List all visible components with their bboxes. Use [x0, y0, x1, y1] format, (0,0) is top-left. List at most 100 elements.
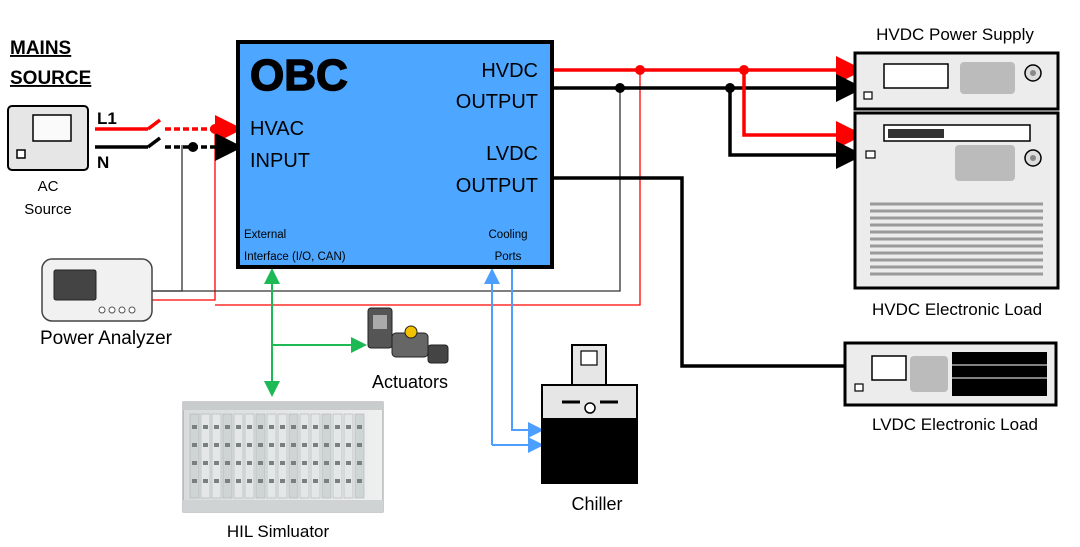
hil-card-slot — [310, 413, 321, 499]
hil-card-slot — [266, 413, 277, 499]
hil-connector — [280, 461, 285, 465]
hil-connector — [203, 461, 208, 465]
hil-connector — [269, 425, 274, 429]
hil-simulator-device — [182, 401, 384, 513]
hil-connector — [313, 479, 318, 483]
hil-connector — [313, 443, 318, 447]
hvdc-supply-label: HVDC Power Supply — [876, 25, 1034, 44]
hil-connector — [335, 479, 340, 483]
hil-label: HIL Simluator — [227, 522, 330, 541]
hil-connector — [269, 479, 274, 483]
hil-connector — [214, 425, 219, 429]
hil-connector — [335, 461, 340, 465]
hil-connector — [236, 479, 241, 483]
actuators-label: Actuators — [372, 372, 448, 392]
hil-connector — [346, 443, 351, 447]
chiller-label: Chiller — [571, 494, 622, 514]
lvdc-label-1: LVDC — [486, 143, 538, 165]
hil-card-slot — [354, 413, 365, 499]
lvdc-output-wiring — [553, 176, 845, 368]
hil-connector — [214, 443, 219, 447]
hil-connector — [302, 425, 307, 429]
ac-input-wiring — [95, 115, 243, 161]
hil-card-slot — [189, 413, 200, 499]
hil-card-slot — [288, 413, 299, 499]
hil-connector — [258, 425, 263, 429]
hil-connector — [203, 443, 208, 447]
actuators-device — [367, 307, 449, 364]
ac-source-label-1: AC — [38, 178, 59, 195]
hil-connector — [269, 443, 274, 447]
analyzer-wiring — [152, 70, 641, 306]
hil-connector — [357, 461, 362, 465]
hil-card-slot — [244, 413, 255, 499]
hil-connector — [335, 443, 340, 447]
lvdc-electronic-load-device — [843, 341, 1058, 407]
hil-connector — [258, 479, 263, 483]
hil-connector — [225, 443, 230, 447]
hil-card-slot — [255, 413, 266, 499]
hil-connector — [236, 425, 241, 429]
hil-connector — [346, 425, 351, 429]
hil-connector — [269, 461, 274, 465]
mains-label-1: MAINS — [10, 38, 71, 59]
hil-connector — [214, 479, 219, 483]
hil-card-slot — [343, 413, 354, 499]
hil-connector — [313, 425, 318, 429]
hil-card-slot — [332, 413, 343, 499]
lvdc-load-label: LVDC Electronic Load — [872, 415, 1038, 434]
hil-connector — [324, 479, 329, 483]
hil-connector — [291, 425, 296, 429]
hil-connector — [357, 425, 362, 429]
power-analyzer-label: Power Analyzer — [40, 328, 173, 349]
cool-label-2: Ports — [495, 251, 522, 263]
hil-connector — [225, 461, 230, 465]
l1-label: L1 — [97, 109, 117, 128]
hil-connector — [203, 425, 208, 429]
hvdc-label-2: OUTPUT — [456, 91, 538, 113]
hil-connector — [357, 479, 362, 483]
hil-card-slot — [211, 413, 222, 499]
hil-connector — [192, 479, 197, 483]
hil-connector — [247, 479, 252, 483]
interface-wiring — [264, 268, 367, 397]
hvdc-power-supply-device — [853, 51, 1060, 111]
hil-connector — [302, 479, 307, 483]
hil-connector — [258, 443, 263, 447]
hil-connector — [324, 443, 329, 447]
hvdc-electronic-load-device — [853, 111, 1060, 290]
hil-connector — [258, 461, 263, 465]
hil-connector — [335, 425, 340, 429]
hil-connector — [225, 425, 230, 429]
n-label: N — [97, 153, 109, 172]
hil-connector — [313, 461, 318, 465]
lvdc-label-2: OUTPUT — [456, 175, 538, 197]
hvdc-output-wiring — [553, 56, 864, 169]
hil-connector — [192, 443, 197, 447]
cool-label-1: Cooling — [489, 229, 528, 241]
hil-connector — [236, 443, 241, 447]
ext-label-1: External — [244, 229, 286, 241]
hil-connector — [236, 461, 241, 465]
mains-label-2: SOURCE — [10, 68, 91, 89]
hil-connector — [192, 461, 197, 465]
cooling-wiring — [484, 268, 544, 453]
hil-connector — [302, 461, 307, 465]
hil-connector — [291, 479, 296, 483]
hil-connector — [280, 425, 285, 429]
hil-connector — [302, 443, 307, 447]
hil-connector — [291, 461, 296, 465]
hil-card-slot — [321, 413, 332, 499]
hil-connector — [280, 479, 285, 483]
hil-card-slot — [299, 413, 310, 499]
ac-source-device — [7, 105, 89, 171]
hil-connector — [324, 461, 329, 465]
hvdc-load-label: HVDC Electronic Load — [872, 300, 1042, 319]
hil-connector — [247, 425, 252, 429]
hil-card-slot — [200, 413, 211, 499]
chiller-device — [541, 344, 638, 484]
hil-connector — [291, 443, 296, 447]
obc-unit: OBC HVAC INPUT HVDC OUTPUT LVDC OUTPUT E… — [236, 40, 554, 269]
power-analyzer-device — [41, 258, 153, 322]
